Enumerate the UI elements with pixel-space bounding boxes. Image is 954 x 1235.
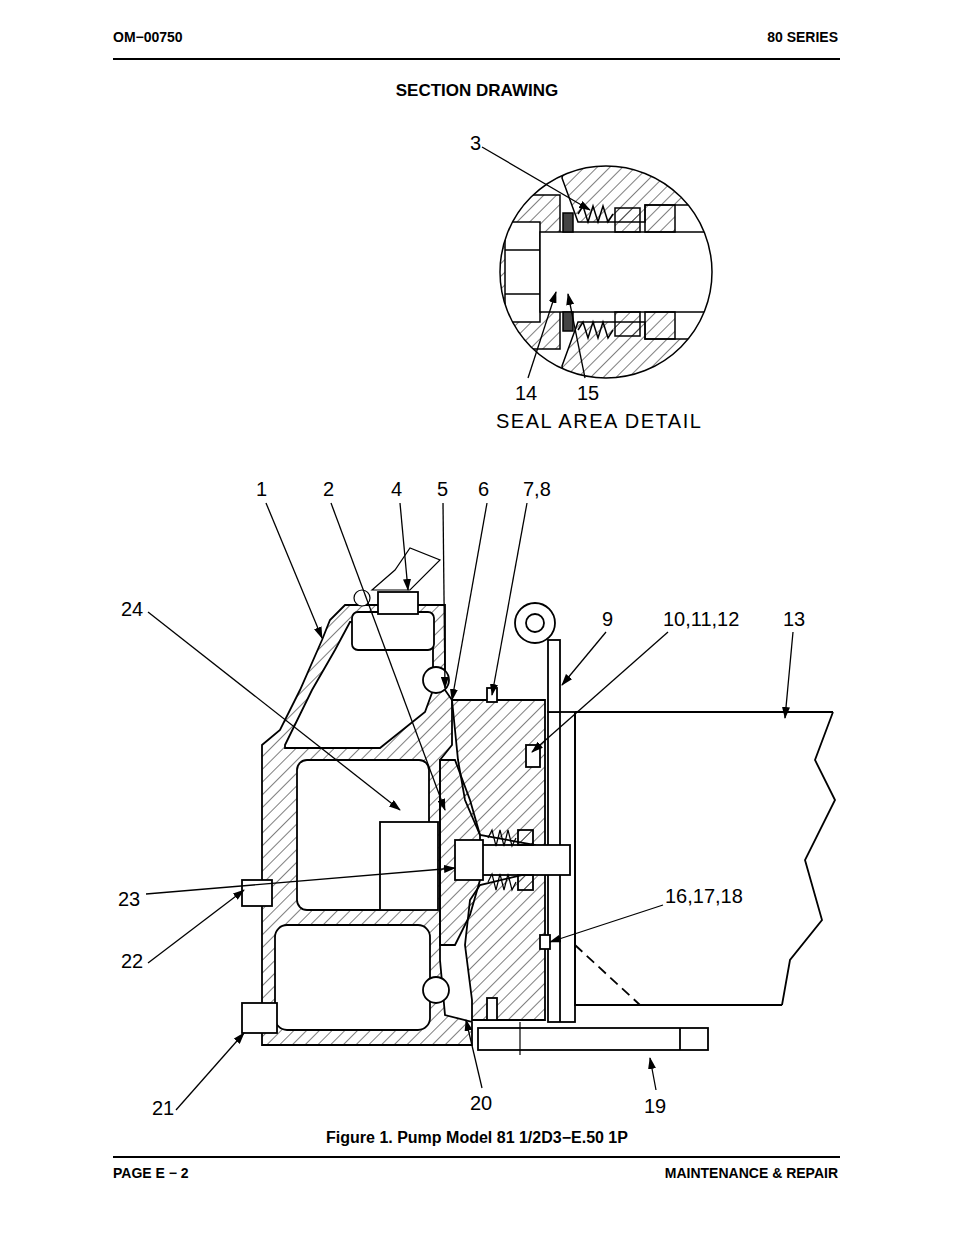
callout-number: 23 bbox=[118, 888, 140, 910]
figure-caption: Figure 1. Pump Model 81 1/2D3−E.50 1P bbox=[326, 1129, 628, 1147]
callout-number: 7,8 bbox=[523, 478, 551, 500]
callout-number: 15 bbox=[577, 382, 599, 404]
callout-number: 10,11,12 bbox=[663, 608, 739, 630]
callout-number: 13 bbox=[783, 608, 805, 630]
detail-label: SEAL AREA DETAIL bbox=[496, 410, 702, 432]
callout-number: 2 bbox=[323, 478, 334, 500]
callout-number: 21 bbox=[152, 1097, 174, 1119]
document-number: OM−00750 bbox=[113, 30, 183, 45]
callout-number: 3 bbox=[470, 132, 481, 154]
series-name: 80 SERIES bbox=[767, 30, 838, 45]
callout-number: 19 bbox=[644, 1095, 666, 1117]
drawing-title: SECTION DRAWING bbox=[396, 82, 558, 101]
section-name: MAINTENANCE & REPAIR bbox=[665, 1166, 838, 1181]
callout-number: 22 bbox=[121, 950, 143, 972]
callout-number: 9 bbox=[602, 608, 613, 630]
page-number: PAGE E − 2 bbox=[113, 1166, 189, 1181]
callout-number: 6 bbox=[478, 478, 489, 500]
callout-number: 16,17,18 bbox=[665, 885, 743, 907]
callout-number: 24 bbox=[121, 598, 143, 620]
callout-number: 20 bbox=[470, 1092, 492, 1114]
callout-number: 14 bbox=[515, 382, 537, 404]
callout-number: 1 bbox=[256, 478, 267, 500]
callout-number: 4 bbox=[391, 478, 402, 500]
callout-number: 5 bbox=[437, 478, 448, 500]
